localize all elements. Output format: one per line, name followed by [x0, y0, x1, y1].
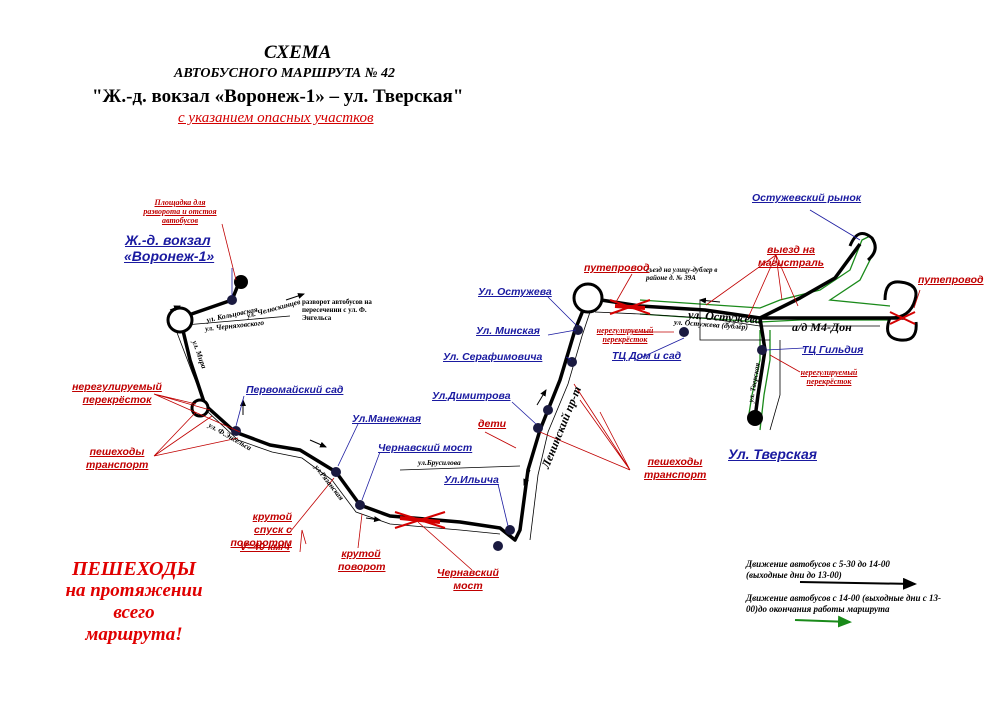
pedestrians-warning-line3: всего [113, 602, 155, 623]
title-subtitle: с указанием опасных участков [178, 110, 374, 126]
stop-minskaya: Ул. Минская [476, 325, 540, 337]
danger-marks [394, 299, 916, 529]
end-terminal: Ул. Тверская [728, 446, 817, 462]
start-platform-note: Площадка для разворота и отстоя автобусо… [143, 198, 217, 225]
danger-exit-highway: выезд на магистраль [758, 244, 824, 269]
legend-black: Движение автобусов с 5-30 до 14-00 (выхо… [746, 559, 890, 580]
danger-chernavsky-bridge: Чернавский мост [437, 567, 499, 592]
stop-ostuzhevsky-market: Остужевский рынок [752, 192, 862, 204]
stop-chernavsky: Чернавский мост [378, 442, 473, 454]
pedestrians-warning-line1: ПЕШЕХОДЫ [71, 558, 197, 580]
pedestrians-warning-line4: маршрута! [85, 624, 183, 645]
start-terminal-line1: Ж.-д. вокзал [125, 232, 211, 248]
stop-manezhnaya: Ул.Манежная [352, 413, 422, 425]
danger-unregulated-left: нерегулируемый перекрёсток [72, 381, 162, 406]
stop-ostuzheva: Ул. Остужева [478, 286, 552, 298]
stop-tc-gildiya: ТЦ Гильдия [802, 344, 864, 356]
streets [175, 300, 880, 541]
m4-highway [848, 232, 918, 342]
stop-dots [227, 295, 767, 551]
danger-overpass-right: путепровод [918, 274, 984, 286]
turnaround-note: разворот автобусов на пересечении с ул. … [302, 298, 372, 322]
stop-ilyicha: Ул.Ильича [444, 474, 499, 486]
terminal-points [234, 275, 763, 426]
danger-steep-descent: крутой спуск с поворотом [230, 511, 292, 549]
exit-lane-note: съезд на улицу-дублер в районе д. № 39А [646, 266, 718, 282]
start-terminal-line2: «Воронеж-1» [124, 248, 215, 264]
legend-green: Движение автобусов с 14-00 (выходные дни… [746, 593, 941, 614]
title-line2: АВТОБУСНОГО МАРШРУТА № 42 [174, 66, 396, 81]
danger-pedestrians-right: пешеходы транспорт [644, 456, 707, 481]
danger-leaders [153, 223, 921, 571]
pedestrians-warning: ПЕШЕХОДЫ на протяжении всего маршрута! [54, 558, 214, 646]
danger-speed: V=40 км/ч [240, 541, 290, 553]
stop-tc-dom-i-sad: ТЦ Дом и сад [612, 350, 682, 362]
direction-arrows [169, 293, 721, 523]
danger-sharp-turn: крутой поворот [338, 548, 386, 573]
street-brusilova: ул.Брусилова [418, 458, 461, 467]
stop-pervomaisky: Первомайский сад [246, 384, 344, 396]
pedestrians-warning-line2: на протяжении [65, 580, 203, 601]
legend-lines [794, 615, 852, 628]
title-line1: СХЕМА [264, 42, 332, 63]
stop-leaders [231, 209, 861, 527]
danger-children: дети [478, 418, 507, 430]
stop-dimitrova: Ул.Димитрова [432, 390, 511, 402]
stop-serafimovicha: Ул. Серафимовича [443, 351, 543, 363]
danger-unregulated-right: нерегулируемый перекрёсток [800, 368, 858, 386]
danger-overpass-left: путепровод [584, 262, 650, 274]
danger-unregulated-mid: нерегулируемый перекрёсток [596, 326, 654, 344]
street-m4: а/д М4-Дон [792, 320, 852, 334]
title-line3: "Ж.-д. вокзал «Воронеж-1» – ул. Тверская… [92, 86, 464, 107]
danger-pedestrians-left: пешеходы транспорт [86, 446, 149, 471]
